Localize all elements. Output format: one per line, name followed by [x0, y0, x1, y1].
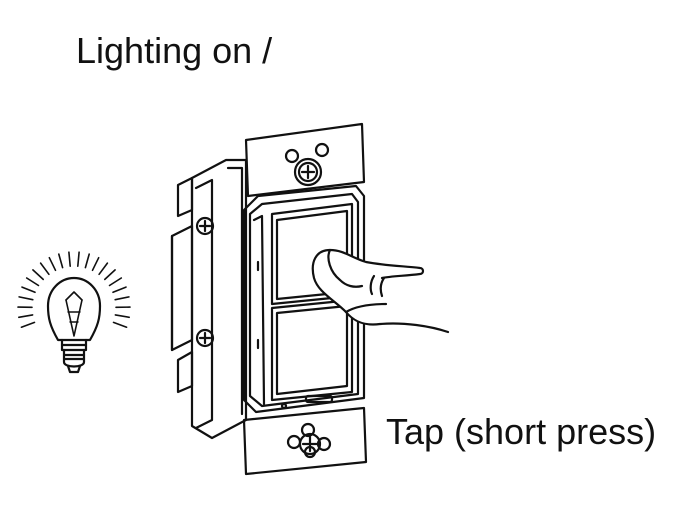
- bulb-ray: [77, 251, 80, 268]
- bulb-ray: [108, 277, 123, 287]
- bulb-ray: [112, 321, 128, 329]
- hand-pointer-icon: [311, 248, 450, 334]
- bulb-ray: [114, 314, 130, 319]
- bulb-ray: [17, 314, 34, 319]
- bulb-ray: [57, 253, 64, 269]
- bulb-ray: [20, 321, 36, 329]
- bulb-ray: [32, 269, 45, 281]
- bulb-ray: [98, 262, 109, 276]
- bulb-ray: [25, 277, 40, 287]
- bulb-ray: [112, 286, 127, 294]
- bulb-ray: [84, 253, 90, 269]
- bulb-ray: [48, 256, 57, 272]
- bulb-ray: [104, 269, 116, 281]
- bulb-ray: [68, 251, 71, 268]
- diagram-title: Lighting on /: [76, 30, 273, 71]
- bulb-ray: [114, 296, 130, 301]
- light-bulb-icon: [17, 251, 131, 374]
- bulb-ray: [21, 286, 36, 294]
- bulb-ray: [18, 296, 34, 301]
- bulb-ray: [39, 262, 50, 276]
- bulb-ray: [91, 256, 100, 272]
- action-caption: Tap (short press): [386, 411, 657, 452]
